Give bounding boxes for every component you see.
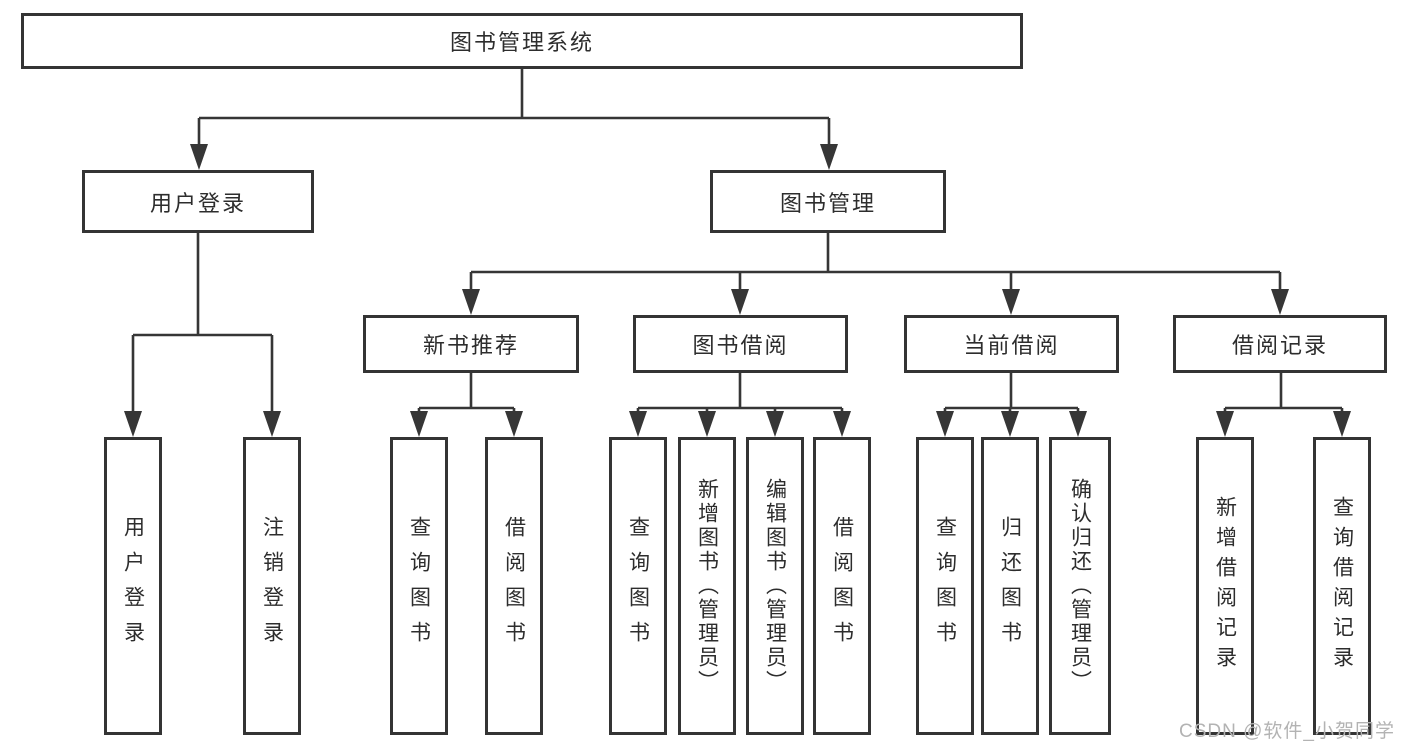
node-borrow-records: 借阅记录	[1173, 315, 1387, 373]
leaf-nb-borrow: 借阅图书	[485, 437, 543, 735]
leaf-logout-label: 注销登录	[260, 516, 284, 656]
leaf-user-login: 用户登录	[104, 437, 162, 735]
leaf-br-query-label: 查询借阅记录	[1330, 496, 1354, 676]
leaf-cb-return-label: 归还图书	[998, 516, 1022, 656]
leaf-bb-query-label: 查询图书	[626, 516, 650, 656]
leaf-bb-query: 查询图书	[609, 437, 667, 735]
leaf-cb-confirm: 确认归还（管理员）	[1049, 437, 1111, 735]
leaf-nb-borrow-label: 借阅图书	[502, 516, 526, 656]
leaf-bb-add-label: 新增图书（管理员）	[695, 478, 719, 694]
node-book-borrow-label: 图书借阅	[692, 333, 789, 358]
node-book-mgmt: 图书管理	[710, 170, 946, 233]
leaf-bb-edit: 编辑图书（管理员）	[746, 437, 804, 735]
leaf-br-add-label: 新增借阅记录	[1213, 496, 1237, 676]
node-root: 图书管理系统	[21, 13, 1023, 69]
leaf-logout: 注销登录	[243, 437, 301, 735]
leaf-nb-query-label: 查询图书	[407, 516, 431, 656]
node-new-book-rec-label: 新书推荐	[422, 333, 519, 358]
node-current-borrow: 当前借阅	[904, 315, 1119, 373]
node-borrow-records-label: 借阅记录	[1231, 333, 1328, 358]
node-book-mgmt-label: 图书管理	[779, 190, 876, 216]
leaf-cb-query: 查询图书	[916, 437, 974, 735]
leaf-user-login-label: 用户登录	[121, 516, 145, 656]
leaf-bb-add: 新增图书（管理员）	[678, 437, 736, 735]
node-root-label: 图书管理系统	[449, 30, 594, 55]
node-user-login-label: 用户登录	[149, 190, 246, 216]
leaf-br-query: 查询借阅记录	[1313, 437, 1371, 735]
node-book-borrow: 图书借阅	[633, 315, 848, 373]
leaf-bb-borrow-label: 借阅图书	[830, 516, 854, 656]
leaf-nb-query: 查询图书	[390, 437, 448, 735]
node-current-borrow-label: 当前借阅	[963, 333, 1060, 358]
leaf-br-add: 新增借阅记录	[1196, 437, 1254, 735]
leaf-cb-confirm-label: 确认归还（管理员）	[1068, 478, 1092, 694]
leaf-cb-query-label: 查询图书	[933, 516, 957, 656]
leaf-bb-borrow: 借阅图书	[813, 437, 871, 735]
csdn-watermark: CSDN @软件_小贺同学	[1179, 721, 1395, 742]
leaf-bb-edit-label: 编辑图书（管理员）	[763, 478, 787, 694]
leaf-cb-return: 归还图书	[981, 437, 1039, 735]
node-user-login: 用户登录	[82, 170, 314, 233]
node-new-book-rec: 新书推荐	[363, 315, 579, 373]
